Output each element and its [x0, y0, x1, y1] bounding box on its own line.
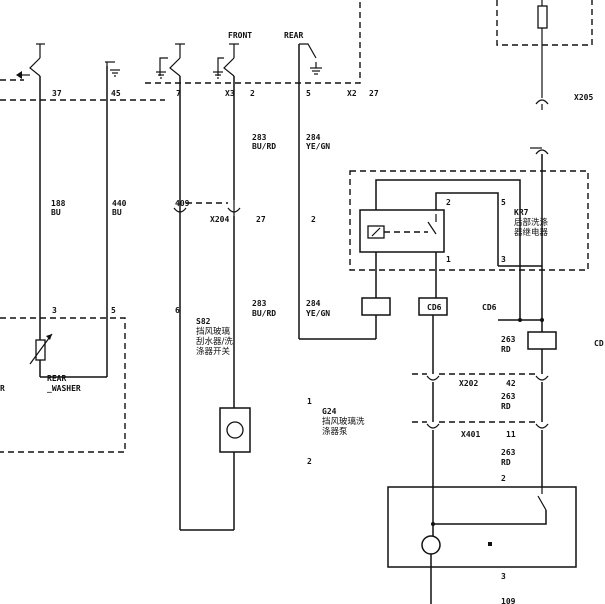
relay-box: [359, 209, 445, 253]
rear-washer-line1: REAR: [47, 374, 66, 383]
pin-5-lower: 5: [111, 306, 116, 315]
wire-45-assembly: [40, 61, 120, 378]
module-boundary-top-right: [496, 0, 593, 46]
wire-284-color-mid: YE/GN: [306, 309, 330, 318]
wire-284-color-top: YE/GN: [306, 142, 330, 151]
g24-line2: 涤器泵: [322, 426, 348, 437]
kr7-boundary: [349, 170, 589, 271]
kr7-line2: 器继电器: [514, 227, 549, 238]
wire-284-num-top: 284: [306, 133, 321, 142]
right-edge-label: CD: [594, 339, 604, 348]
s82-line2: 刮水器/洗: [196, 336, 233, 347]
pin-6: 6: [175, 306, 180, 315]
switch-front: [213, 43, 239, 200]
cd6-label-right: CD6: [482, 303, 497, 312]
pin-45: 45: [111, 89, 121, 98]
pin-5-top: 5: [306, 89, 311, 98]
wire-440-num: 440: [112, 199, 127, 208]
wire-440-color: BU: [112, 208, 122, 217]
pin-2-top: 2: [250, 89, 255, 98]
switch-7: [156, 43, 185, 530]
rear-washer-line2: _WASHER: [47, 384, 81, 393]
kr7-line1: 后部洗涤: [514, 217, 549, 228]
label-x202: X202: [459, 379, 478, 388]
pin-3-motor: 3: [501, 572, 506, 581]
switch-rear: [298, 43, 376, 340]
module-boundary-top: [0, 0, 361, 101]
fuse-icon: [537, 5, 548, 29]
wire-263-color-1: RD: [501, 345, 511, 354]
wire-263-color-3: RD: [501, 458, 511, 467]
left-edge-label: R: [0, 384, 5, 393]
pump-motor-icon: [219, 407, 251, 453]
wire-263-color-2: RD: [501, 402, 511, 411]
motor-indicator: [488, 542, 492, 546]
pin-5-kr7: 5: [501, 198, 506, 207]
pin-7: 7: [176, 89, 181, 98]
cd6-label-mid: CD6: [427, 303, 442, 312]
connector-x204: [173, 200, 241, 216]
wire-283-color-mid: BU/RD: [252, 309, 276, 318]
pin-409: 409: [175, 199, 190, 208]
connector-cd-right: [527, 331, 557, 350]
wire-263-num-3: 263: [501, 448, 516, 457]
pin-1-g24: 1: [307, 397, 312, 406]
rear-wiper-motor-box: [387, 486, 577, 568]
wire-284-num-mid: 284: [306, 299, 321, 308]
wire-283-color-top: BU/RD: [252, 142, 276, 151]
wire-283-num-mid: 283: [252, 299, 267, 308]
s82-id: S82: [196, 317, 211, 326]
rear-label: REAR: [284, 31, 303, 40]
wire-37-assembly: [16, 43, 45, 377]
g24-id: G24: [322, 407, 337, 416]
pin-x3: X3: [225, 89, 235, 98]
pin-2-x204: 2: [311, 215, 316, 224]
rear-washer-boundary: [0, 317, 126, 453]
motor-icon: [421, 535, 441, 555]
label-x205: X205: [574, 93, 593, 102]
pin-42: 42: [506, 379, 516, 388]
pin-x2: X2: [347, 89, 357, 98]
pin-27-x204: 27: [256, 215, 266, 224]
relay-contact: [427, 214, 437, 235]
pin-11: 11: [506, 430, 516, 439]
pin-27-top: 27: [369, 89, 379, 98]
wire-188-color: BU: [51, 208, 61, 217]
pin-1-kr7: 1: [446, 255, 451, 264]
s82-line1: 挡风玻璃: [196, 326, 231, 337]
pin-37: 37: [52, 89, 62, 98]
label-x401: X401: [461, 430, 480, 439]
front-label: FRONT: [228, 31, 252, 40]
pin-3: 3: [52, 306, 57, 315]
wire-283-num-top: 283: [252, 133, 267, 142]
kr7-id: KR7: [514, 208, 529, 217]
label-x204: X204: [210, 215, 229, 224]
connector-x202: [412, 373, 549, 381]
pin-2-kr7: 2: [446, 198, 451, 207]
pin-2-g24: 2: [307, 457, 312, 466]
wire-263-num-2: 263: [501, 392, 516, 401]
wire-188-num: 188: [51, 199, 66, 208]
arrow-left-icon: [16, 71, 22, 79]
connector-x401: [412, 421, 549, 429]
g24-line1: 挡风玻璃洗: [322, 416, 365, 427]
variable-resistor-icon: [29, 333, 53, 365]
wire-263-num-1: 263: [501, 335, 516, 344]
s82-line3: 涤器开关: [196, 346, 231, 357]
connector-cd6-left: [361, 297, 391, 316]
pin-3-kr7: 3: [501, 255, 506, 264]
pin-2-motor: 2: [501, 474, 506, 483]
wire-109-num: 109: [501, 597, 516, 604]
